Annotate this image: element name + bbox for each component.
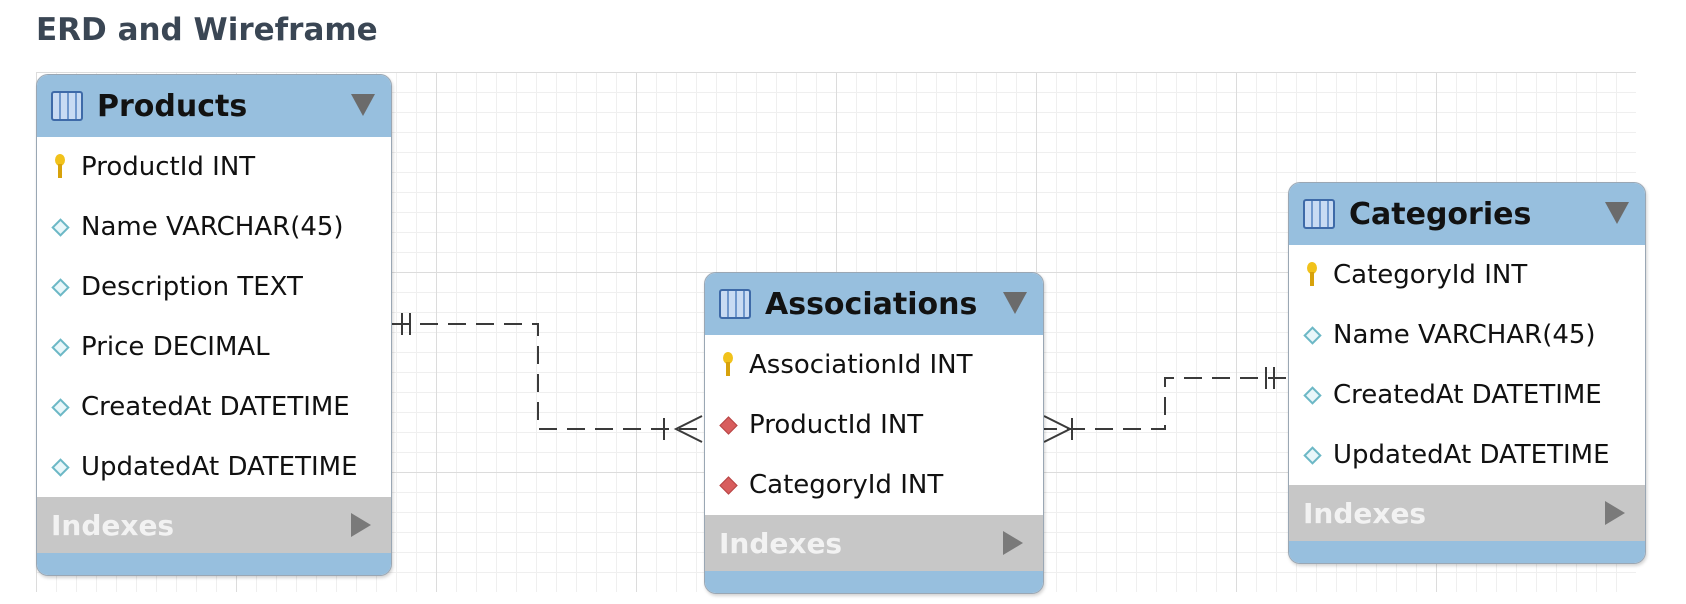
red-diamond-icon (718, 475, 738, 495)
indexes-section[interactable]: Indexes (37, 497, 391, 553)
column-label: UpdatedAt DATETIME (1333, 440, 1610, 470)
key-icon (51, 154, 69, 180)
column-row[interactable]: CategoryId INT (1289, 245, 1645, 305)
table-icon (1303, 199, 1335, 229)
diamond-icon (50, 217, 70, 237)
column-label: ProductId INT (81, 152, 256, 182)
column-row[interactable]: AssociationId INT (705, 335, 1043, 395)
column-row[interactable]: CategoryId INT (705, 455, 1043, 515)
crowfoot-mark (1043, 415, 1073, 443)
column-label: Name VARCHAR(45) (1333, 320, 1596, 350)
table-name: Products (97, 88, 248, 124)
relationship-products-associations (392, 323, 702, 430)
indexes-label: Indexes (719, 526, 843, 560)
column-label: CategoryId INT (749, 470, 944, 500)
column-label: UpdatedAt DATETIME (81, 452, 358, 482)
diamond-icon (50, 337, 70, 357)
table-icon (51, 91, 83, 121)
column-row[interactable]: Name VARCHAR(45) (37, 197, 391, 257)
triangle-right-icon[interactable] (351, 513, 371, 537)
associations-table-header[interactable]: Associations (705, 273, 1043, 335)
triangle-right-icon[interactable] (1003, 531, 1023, 555)
diamond-icon (50, 277, 70, 297)
indexes-label: Indexes (1303, 496, 1427, 530)
products-table-header[interactable]: Products (37, 75, 391, 137)
column-row[interactable]: Price DECIMAL (37, 317, 391, 377)
table-footer (37, 553, 391, 575)
diamond-icon (1302, 445, 1322, 465)
table-icon (719, 289, 751, 319)
table-name: Associations (765, 286, 978, 322)
column-label: CreatedAt DATETIME (1333, 380, 1602, 410)
diamond-icon (50, 457, 70, 477)
column-label: Description TEXT (81, 272, 303, 302)
table-footer (1289, 541, 1645, 563)
column-row[interactable]: Description TEXT (37, 257, 391, 317)
indexes-section[interactable]: Indexes (1289, 485, 1645, 541)
column-row[interactable]: UpdatedAt DATETIME (37, 437, 391, 497)
column-row[interactable]: CreatedAt DATETIME (1289, 365, 1645, 425)
associations-table[interactable]: Associations AssociationId INT ProductId… (704, 272, 1044, 594)
column-row[interactable]: CreatedAt DATETIME (37, 377, 391, 437)
table-name: Categories (1349, 196, 1532, 232)
page-title: ERD and Wireframe (36, 12, 378, 48)
column-label: Name VARCHAR(45) (81, 212, 344, 242)
red-diamond-icon (718, 415, 738, 435)
column-label: Price DECIMAL (81, 332, 270, 362)
column-row[interactable]: ProductId INT (705, 395, 1043, 455)
categories-table[interactable]: Categories CategoryId INT Name VARCHAR(4… (1288, 182, 1646, 564)
column-row[interactable]: Name VARCHAR(45) (1289, 305, 1645, 365)
triangle-down-icon[interactable] (351, 94, 375, 116)
diamond-icon (1302, 325, 1322, 345)
key-icon (719, 352, 737, 378)
diamond-icon (1302, 385, 1322, 405)
triangle-down-icon[interactable] (1003, 292, 1027, 314)
triangle-down-icon[interactable] (1605, 202, 1629, 224)
categories-table-header[interactable]: Categories (1289, 183, 1645, 245)
relationship-categories-associations (1044, 377, 1286, 430)
crowfoot-mark (673, 415, 703, 443)
column-row[interactable]: ProductId INT (37, 137, 391, 197)
indexes-label: Indexes (51, 508, 175, 542)
table-footer (705, 571, 1043, 593)
key-icon (1303, 262, 1321, 288)
column-row[interactable]: UpdatedAt DATETIME (1289, 425, 1645, 485)
column-label: AssociationId INT (749, 350, 973, 380)
indexes-section[interactable]: Indexes (705, 515, 1043, 571)
products-table[interactable]: Products ProductId INT Name VARCHAR(45) … (36, 74, 392, 576)
diamond-icon (50, 397, 70, 417)
column-label: ProductId INT (749, 410, 924, 440)
column-label: CategoryId INT (1333, 260, 1528, 290)
column-label: CreatedAt DATETIME (81, 392, 350, 422)
triangle-right-icon[interactable] (1605, 501, 1625, 525)
